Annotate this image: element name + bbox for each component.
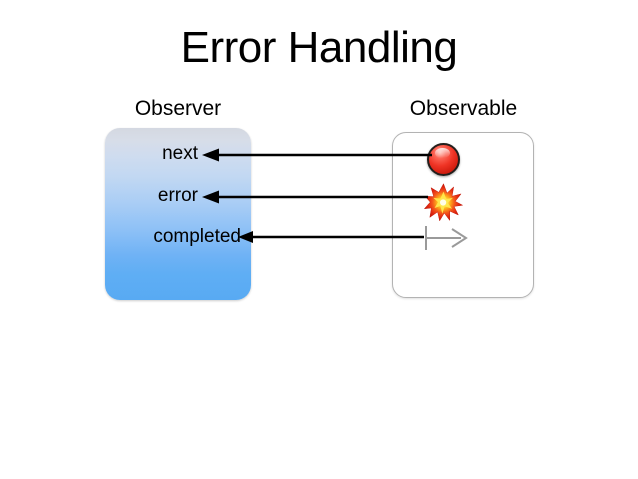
error-connector-arrow xyxy=(202,190,428,204)
observer-item-completed: completed xyxy=(153,226,241,247)
explosion-burst-icon xyxy=(423,183,464,222)
timeline-complete-arrow-icon xyxy=(419,224,471,252)
observable-panel xyxy=(392,132,534,298)
marble-highlight xyxy=(434,147,450,159)
completed-connector-arrow xyxy=(238,230,424,244)
observable-column-caption: Observable xyxy=(409,97,518,120)
next-connector-arrow xyxy=(202,148,432,162)
observer-panel xyxy=(105,128,251,300)
observer-item-error: error xyxy=(157,185,198,206)
page-title: Error Handling xyxy=(180,23,458,72)
observer-column-caption: Observer xyxy=(134,97,222,120)
observer-item-next: next xyxy=(162,143,198,164)
